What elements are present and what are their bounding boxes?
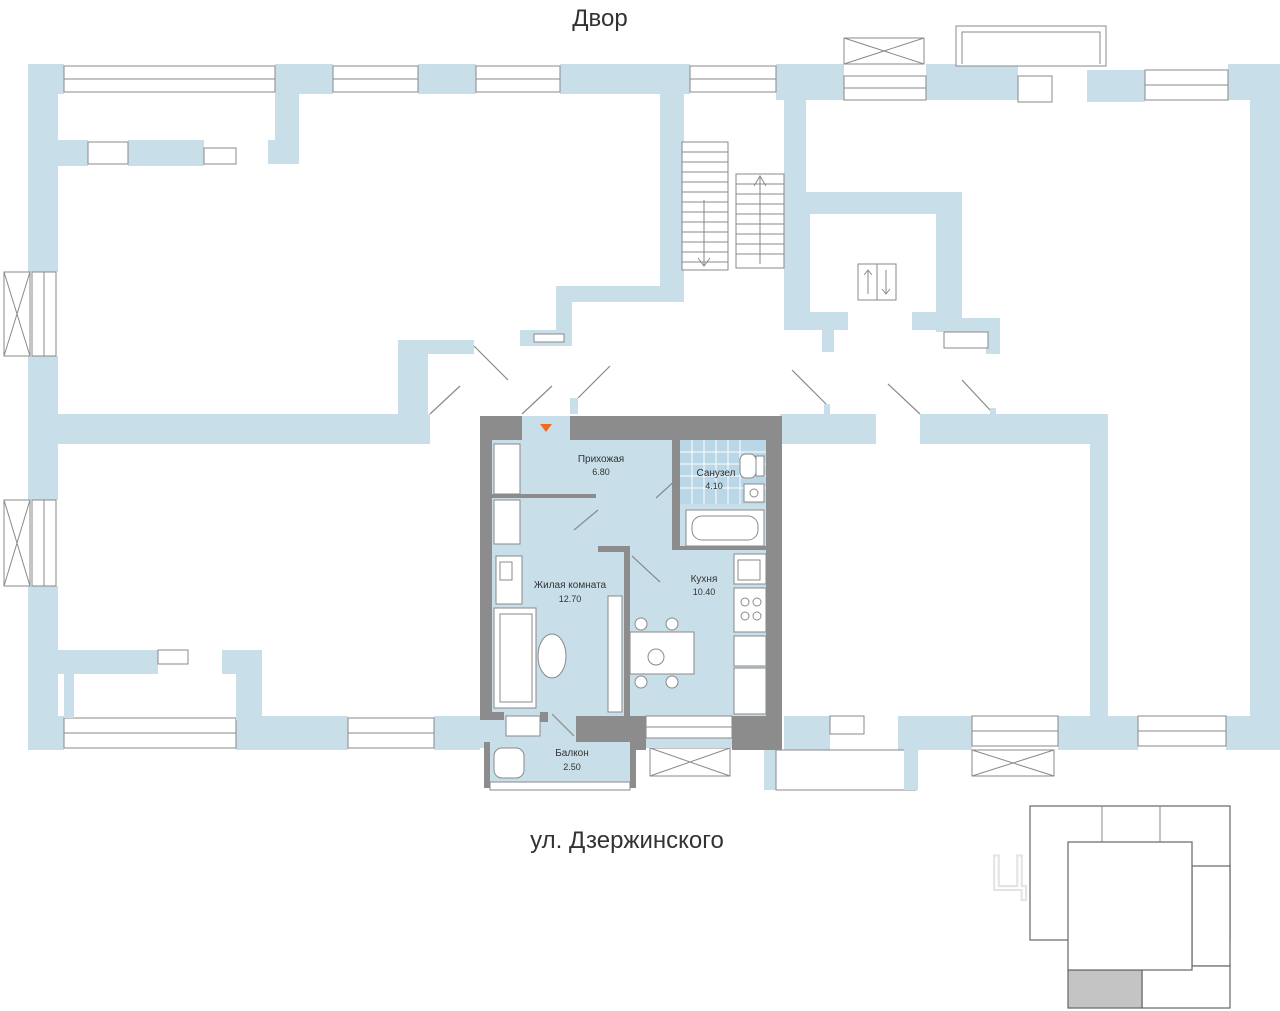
apartment: [480, 416, 782, 791]
room-name-balcony: Балкон: [555, 748, 589, 759]
room-name-hallway: Прихожая: [578, 454, 624, 465]
room-area-living: 12.70: [559, 594, 582, 604]
label-street: ул. Дзержинского: [530, 827, 724, 854]
building-walls: [28, 64, 1280, 791]
elevator-icon: [857, 263, 897, 301]
key-plan-highlight: [1067, 969, 1143, 1009]
room-area-kitchen: 10.40: [693, 587, 716, 597]
building-key-plan: [1029, 805, 1231, 1009]
entrance-marker-icon: [540, 424, 552, 432]
room-area-balcony: 2.50: [563, 762, 581, 772]
room-area-bathroom: 4.10: [705, 481, 723, 491]
room-name-kitchen: Кухня: [691, 574, 718, 585]
exterior-balconies: [3, 25, 1107, 777]
label-courtyard: Двор: [572, 5, 627, 32]
room-name-living: Жилая комната: [534, 580, 607, 591]
room-name-bathroom: Санузел: [697, 468, 736, 479]
room-labels: Прихожая 6.80 Санузел 4.10 Жилая комната…: [534, 454, 736, 772]
corridor-doors: [429, 345, 996, 416]
stairs-icon: [681, 141, 785, 271]
room-area-hallway: 6.80: [592, 467, 610, 477]
